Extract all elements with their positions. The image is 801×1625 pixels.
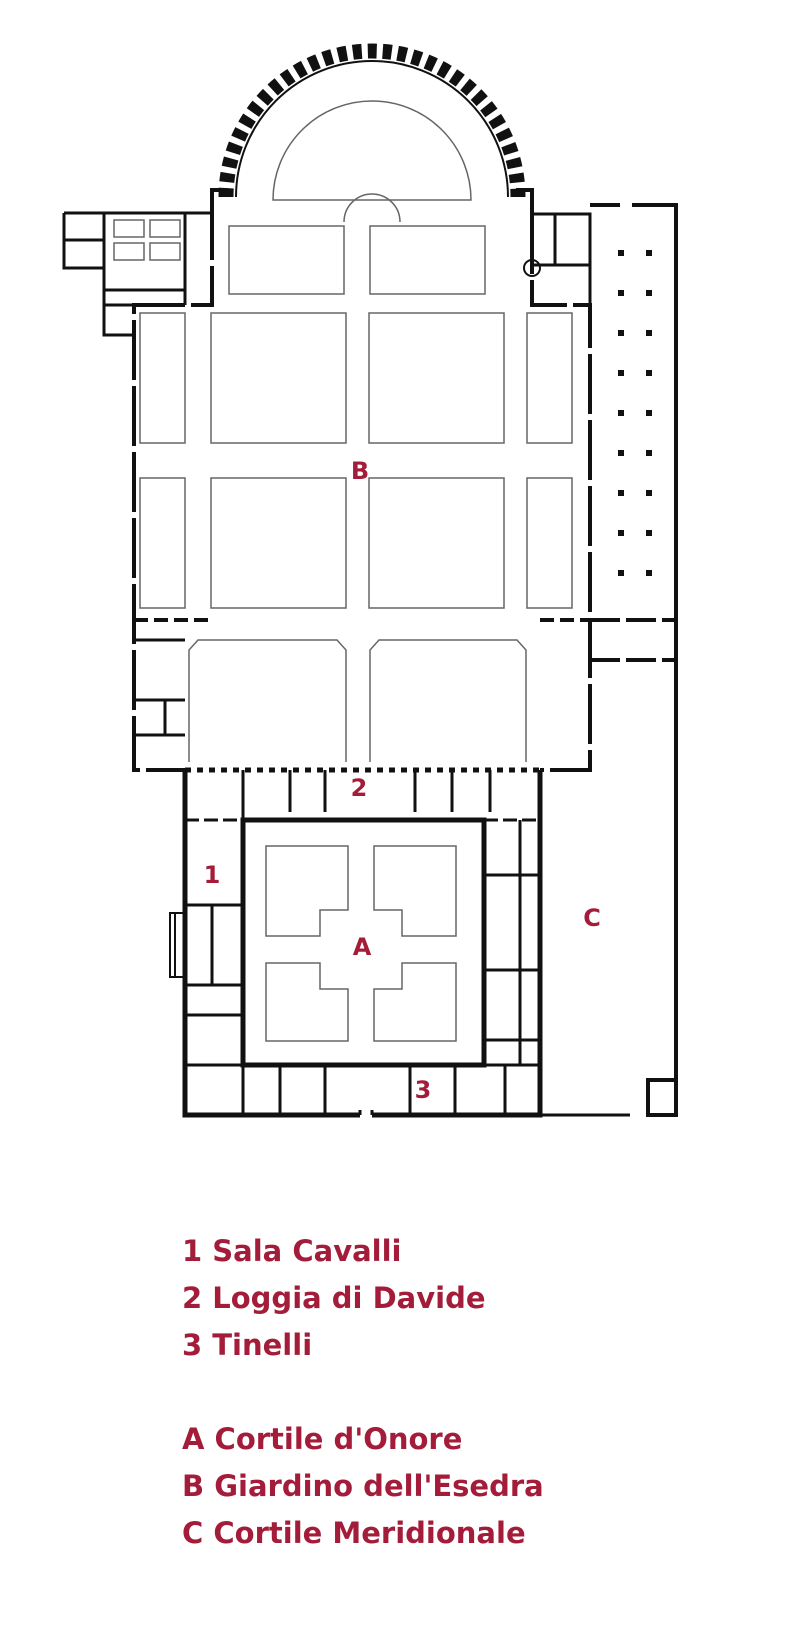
legend-item-tinelli: 3 Tinelli — [182, 1328, 313, 1362]
map-label-1: 1 — [204, 861, 221, 889]
west-portico — [169, 912, 186, 978]
map-label-3: 3 — [415, 1076, 432, 1104]
floor-plan-map: B 2 1 A C 3 — [62, 43, 678, 1118]
legend-item-giardino-dell-esedra: B Giardino dell'Esedra — [182, 1469, 544, 1503]
legend-item-sala-cavalli: 1 Sala Cavalli — [182, 1234, 402, 1268]
legend-item-loggia-di-davide: 2 Loggia di Davide — [182, 1281, 486, 1315]
courtyard-beds — [265, 845, 457, 1042]
exedra — [218, 43, 526, 223]
cortile-meridionale — [540, 203, 678, 1117]
west-wing — [62, 211, 212, 737]
map-label-a: A — [353, 933, 372, 961]
map-label-b: B — [351, 457, 369, 485]
legend-spacer — [182, 1369, 544, 1416]
map-legend: 1 Sala Cavalli 2 Loggia di Davide 3 Tine… — [182, 1228, 544, 1557]
garden-beds — [139, 225, 573, 762]
map-label-c: C — [583, 904, 601, 932]
portico-columns — [618, 250, 652, 576]
legend-item-cortile-d-onore: A Cortile d'Onore — [182, 1422, 463, 1456]
legend-item-cortile-meridionale: C Cortile Meridionale — [182, 1516, 526, 1550]
east-wing — [523, 212, 592, 305]
map-label-2: 2 — [351, 774, 368, 802]
